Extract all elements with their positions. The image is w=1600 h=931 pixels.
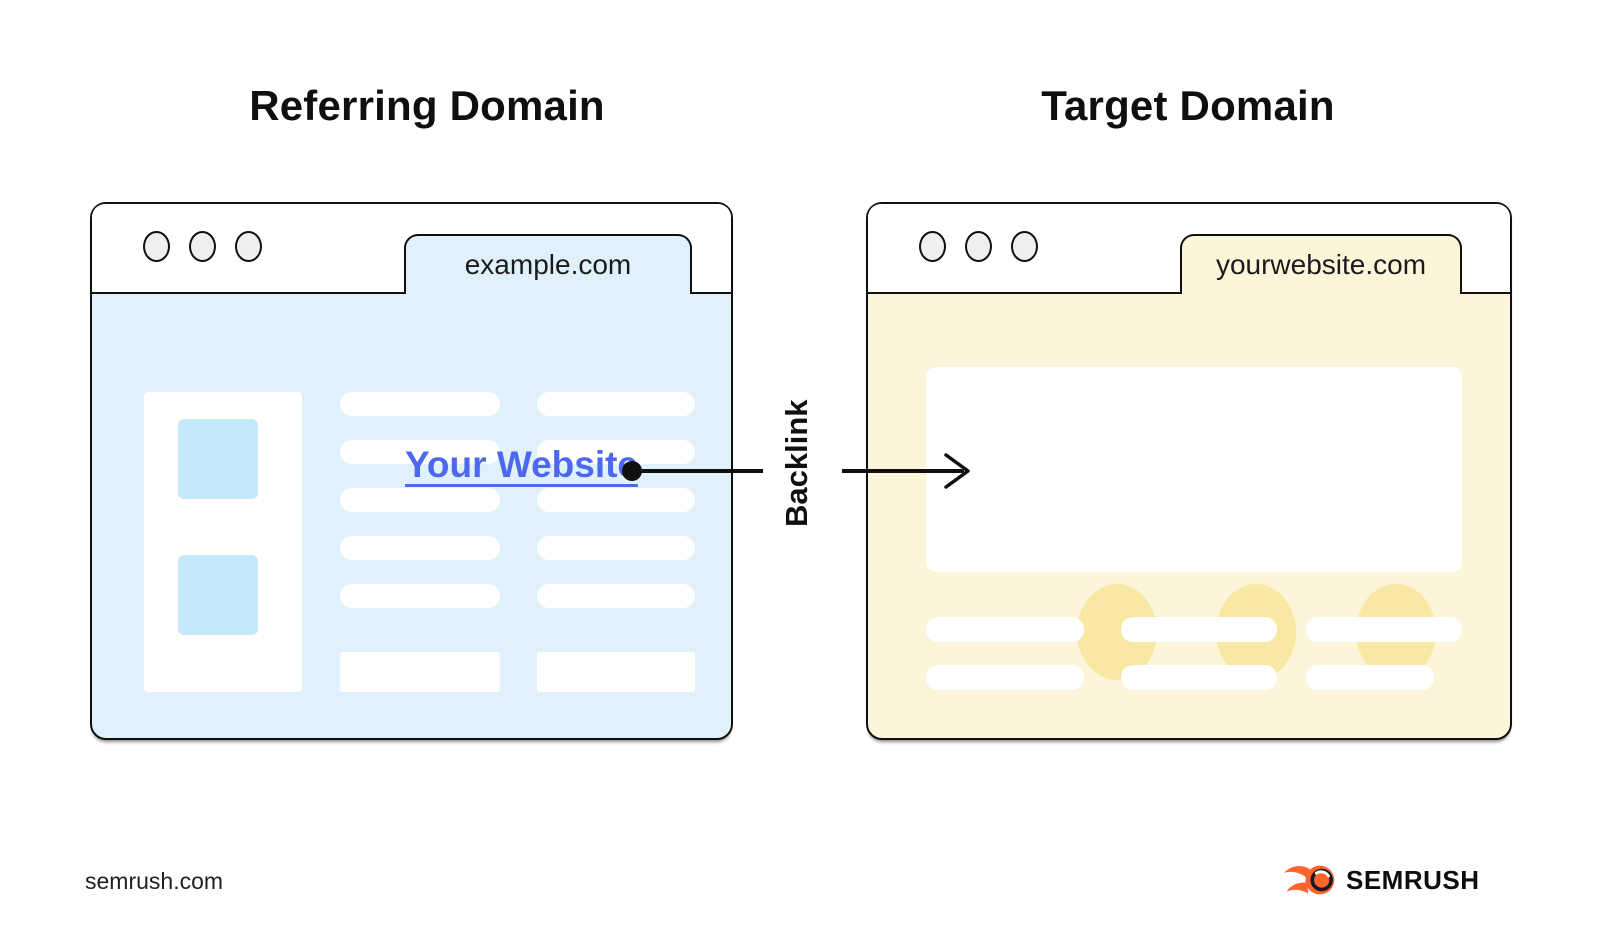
text-line-placeholder [1306, 617, 1462, 642]
your-website-link[interactable]: Your Website [405, 444, 639, 485]
referring-domain-title: Referring Domain [249, 82, 605, 129]
target-domain-window: yourwebsite.com [866, 202, 1512, 740]
browser-tab-example-com: example.com [404, 234, 692, 294]
window-control-dot-icon [189, 231, 216, 262]
sidebar-thumbnail [178, 555, 258, 635]
semrush-logo-icon [1283, 865, 1335, 895]
text-line-placeholder [537, 488, 695, 512]
text-line-placeholder [1121, 617, 1277, 642]
sidebar-thumbnail [178, 419, 258, 499]
browser-tab-yourwebsite-com: yourwebsite.com [1180, 234, 1462, 294]
tab-label: example.com [464, 249, 632, 280]
tab-label: yourwebsite.com [1215, 249, 1427, 280]
text-line-placeholder [340, 536, 500, 560]
text-line-placeholder [340, 584, 500, 608]
window-control-dot-icon [143, 231, 170, 262]
target-domain-title: Target Domain [1041, 82, 1335, 129]
text-line-placeholder [926, 617, 1084, 642]
semrush-logo: SEMRUSH [1283, 858, 1480, 902]
window-control-dot-icon [1011, 231, 1038, 262]
text-line-placeholder [1306, 665, 1434, 690]
text-line-placeholder [1121, 665, 1277, 690]
window-control-dot-icon [235, 231, 262, 262]
text-line-placeholder [537, 392, 695, 416]
window-control-dot-icon [919, 231, 946, 262]
text-line-placeholder [340, 488, 500, 512]
backlink-label: Backlink [779, 399, 814, 527]
content-block-placeholder [537, 652, 695, 692]
text-line-placeholder [537, 440, 695, 464]
window-control-dot-icon [965, 231, 992, 262]
text-line-placeholder [537, 536, 695, 560]
text-line-placeholder [537, 584, 695, 608]
content-block-placeholder [340, 652, 500, 692]
text-line-placeholder [340, 392, 500, 416]
text-line-placeholder [926, 665, 1084, 690]
text-line-placeholder [340, 440, 500, 464]
backlink-arrow [622, 453, 970, 489]
source-site-text: semrush.com [85, 868, 224, 894]
semrush-logo-text: SEMRUSH [1346, 864, 1480, 895]
hero-section-placeholder [926, 367, 1462, 680]
